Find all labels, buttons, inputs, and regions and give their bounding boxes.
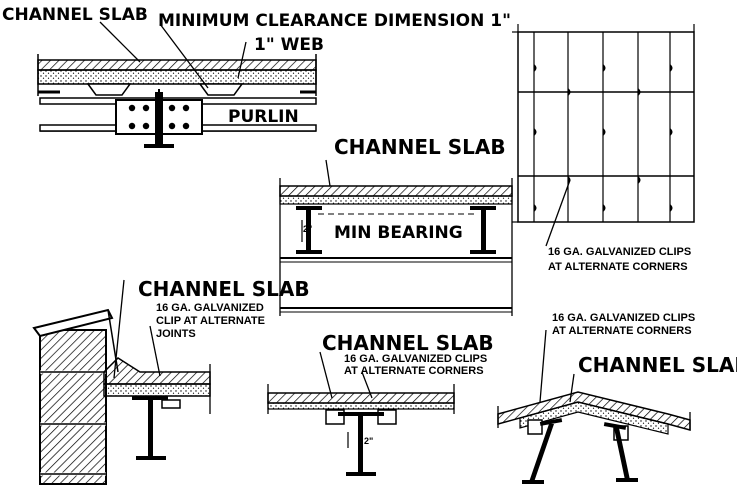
label-bl-clip-2: CLIP AT ALTERNATE bbox=[156, 315, 265, 327]
label-min-clearance: MINIMUM CLEARANCE DIMENSION 1" bbox=[158, 11, 511, 31]
label-web: 1" WEB bbox=[254, 35, 324, 55]
label-br-clips-2: AT ALTERNATE CORNERS bbox=[552, 325, 692, 337]
label-channel-slab-bm: CHANNEL SLAB bbox=[322, 331, 494, 355]
label-bl-clip-1: 16 GA. GALVANIZED bbox=[156, 302, 264, 314]
label-bm-dim-2: 2" bbox=[364, 436, 373, 446]
label-bm-clips-2: AT ALTERNATE CORNERS bbox=[344, 365, 484, 377]
slab-top-hatch bbox=[279, 185, 513, 197]
detail-clip-grid-plan bbox=[512, 24, 695, 247]
detail-wall-bearing bbox=[32, 279, 211, 485]
label-purlin: PURLIN bbox=[228, 107, 299, 127]
slab-concrete bbox=[37, 69, 317, 85]
detail-min-bearing: 2" CHANNEL SLAB MIN BEARING bbox=[279, 135, 513, 316]
label-bl-clip-3: JOINTS bbox=[156, 328, 196, 340]
label-channel-slab-top: CHANNEL SLAB bbox=[2, 5, 148, 25]
label-min-bearing: MIN BEARING bbox=[334, 223, 463, 243]
label-channel-slab-mid: CHANNEL SLAB bbox=[334, 135, 506, 159]
label-grid-clips-1: 16 GA. GALVANIZED CLIPS bbox=[548, 246, 691, 258]
label-grid-clips-2: AT ALTERNATE CORNERS bbox=[548, 261, 688, 273]
label-dim-2: 2" bbox=[303, 224, 312, 234]
label-channel-slab-bl: CHANNEL SLAB bbox=[138, 277, 310, 301]
slab-top-hatch bbox=[37, 59, 317, 71]
label-channel-slabs-br: CHANNEL SLABS bbox=[578, 353, 737, 377]
label-bm-clips-1: 16 GA. GALVANIZED CLIPS bbox=[344, 353, 487, 365]
label-br-clips-1: 16 GA. GALVANIZED CLIPS bbox=[552, 312, 695, 324]
detail-ridge-beam bbox=[497, 329, 691, 484]
detail-purlin: CHANNEL SLAB MINIMUM CLEARANCE DIMENSION… bbox=[2, 5, 511, 148]
detail-beam-joint bbox=[267, 351, 455, 476]
